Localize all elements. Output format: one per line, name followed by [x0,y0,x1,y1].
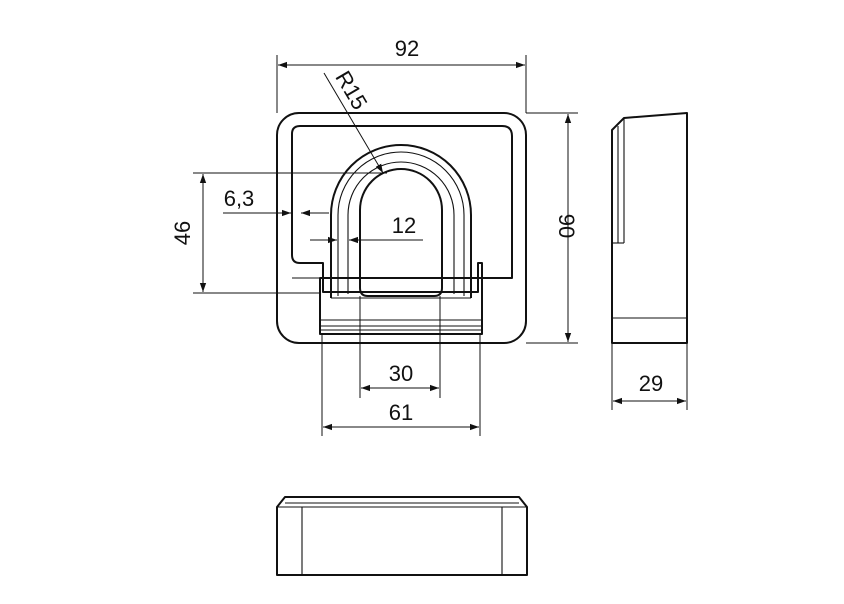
dimension-slot-width: 30 [359,296,441,398]
dimension-label-29: 29 [639,371,663,396]
handle-inner-slot [359,168,443,297]
front-view [276,112,527,344]
handle-outer-u [330,144,472,298]
front-view-base-plate [319,277,483,335]
leader-line-r15 [323,72,384,174]
dimension-label-6-3: 6,3 [224,186,255,211]
handle-outer-contour [337,151,465,296]
front-view-outer-outline [276,112,527,344]
dimension-depth: 29 [611,343,688,410]
dimension-bottom-width: 61 [321,334,481,436]
dimension-offset: 6,3 [223,186,329,217]
bottom-view-outline [276,496,528,576]
front-view-inner-recess [291,125,513,293]
dimension-width-top: 92 [276,36,527,113]
dimension-label-61: 61 [389,400,413,425]
dimension-label-r15: R15 [330,66,372,113]
dimension-inner-width: 12 [310,213,423,244]
dimension-label-90: 90 [554,214,579,238]
dimension-label-92: 92 [395,36,419,61]
bottom-view [276,496,528,576]
dimension-label-12: 12 [392,213,416,238]
dimension-label-30: 30 [389,361,413,386]
side-view [611,112,688,344]
dimension-radius: R15 [323,66,384,174]
dimension-height: 90 [526,112,579,344]
dimension-height-inner: 46 [170,172,387,294]
handle-mid-contour [347,161,455,294]
side-view-outline [611,112,688,344]
dimension-label-46: 46 [170,221,195,245]
